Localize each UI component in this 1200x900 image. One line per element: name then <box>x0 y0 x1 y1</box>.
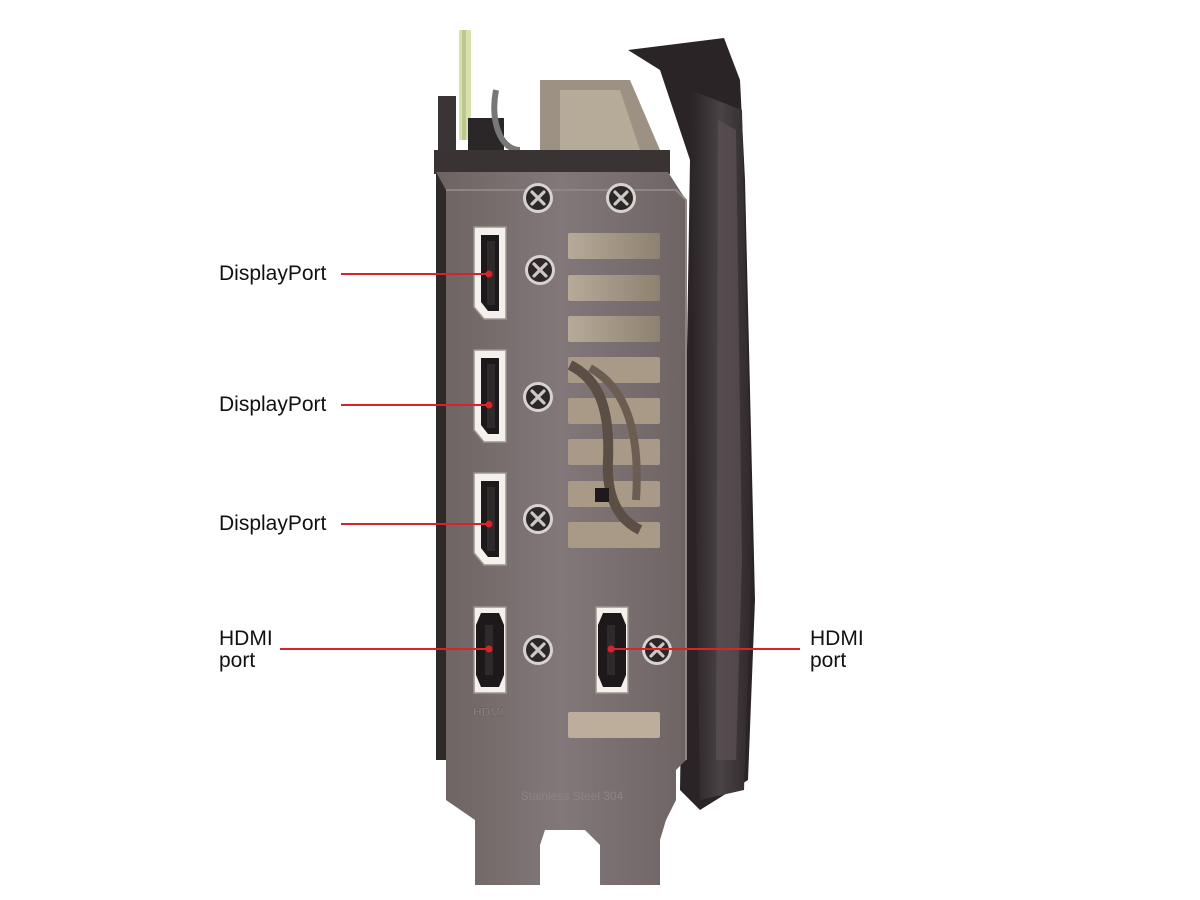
screw-icon <box>522 634 554 666</box>
callout-label-displayport-2: DisplayPort <box>219 393 327 416</box>
cooler-shroud <box>628 38 755 810</box>
screw-icon <box>524 254 556 286</box>
vent-grille <box>567 233 660 738</box>
displayport-connector-2 <box>473 349 507 443</box>
screw-icon <box>605 182 637 214</box>
callout-label-hdmi-left: HDMI port <box>219 627 273 672</box>
pcb-top <box>434 30 670 174</box>
displayport-connector-3 <box>473 472 507 566</box>
callout-label-displayport-3: DisplayPort <box>219 512 327 535</box>
screw-icon <box>522 182 554 214</box>
hdmi-engraving: HDMI <box>473 705 504 719</box>
cooler-shroud-left <box>436 160 446 760</box>
screw-icon <box>522 381 554 413</box>
callout-lines <box>280 270 800 653</box>
bracket-material-engraving: Stainless Steel 304 <box>521 789 624 803</box>
callout-label-displayport-1: DisplayPort <box>219 262 327 285</box>
screw-icon <box>522 503 554 535</box>
callout-label-hdmi-right: HDMI port <box>810 627 864 672</box>
